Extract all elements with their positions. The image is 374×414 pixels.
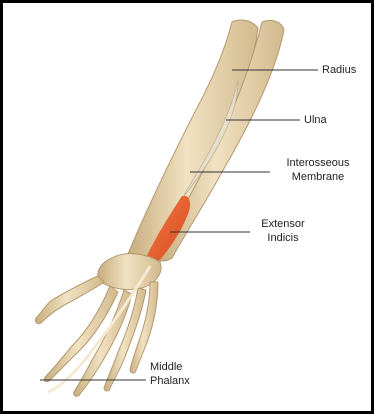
interosseous-label-line1: Interosseous xyxy=(272,156,364,170)
extensor-label-line1: Extensor xyxy=(248,217,318,231)
extensor-indicis-label: Extensor Indicis xyxy=(248,217,318,245)
radius-label-text: Radius xyxy=(322,63,356,77)
interosseous-membrane-label: Interosseous Membrane xyxy=(272,156,364,184)
middle-phalanx-label: Middle Phalanx xyxy=(150,360,190,388)
extensor-label-line2: Indicis xyxy=(248,231,318,245)
interosseous-label-line2: Membrane xyxy=(272,170,364,184)
ulna-label: Ulna xyxy=(304,113,327,127)
hand-bones xyxy=(35,276,158,396)
radius-label: Radius xyxy=(322,63,356,77)
ulna-label-text: Ulna xyxy=(304,113,327,127)
phalanx-label-line2: Phalanx xyxy=(150,374,190,388)
phalanx-label-line1: Middle xyxy=(150,360,190,374)
